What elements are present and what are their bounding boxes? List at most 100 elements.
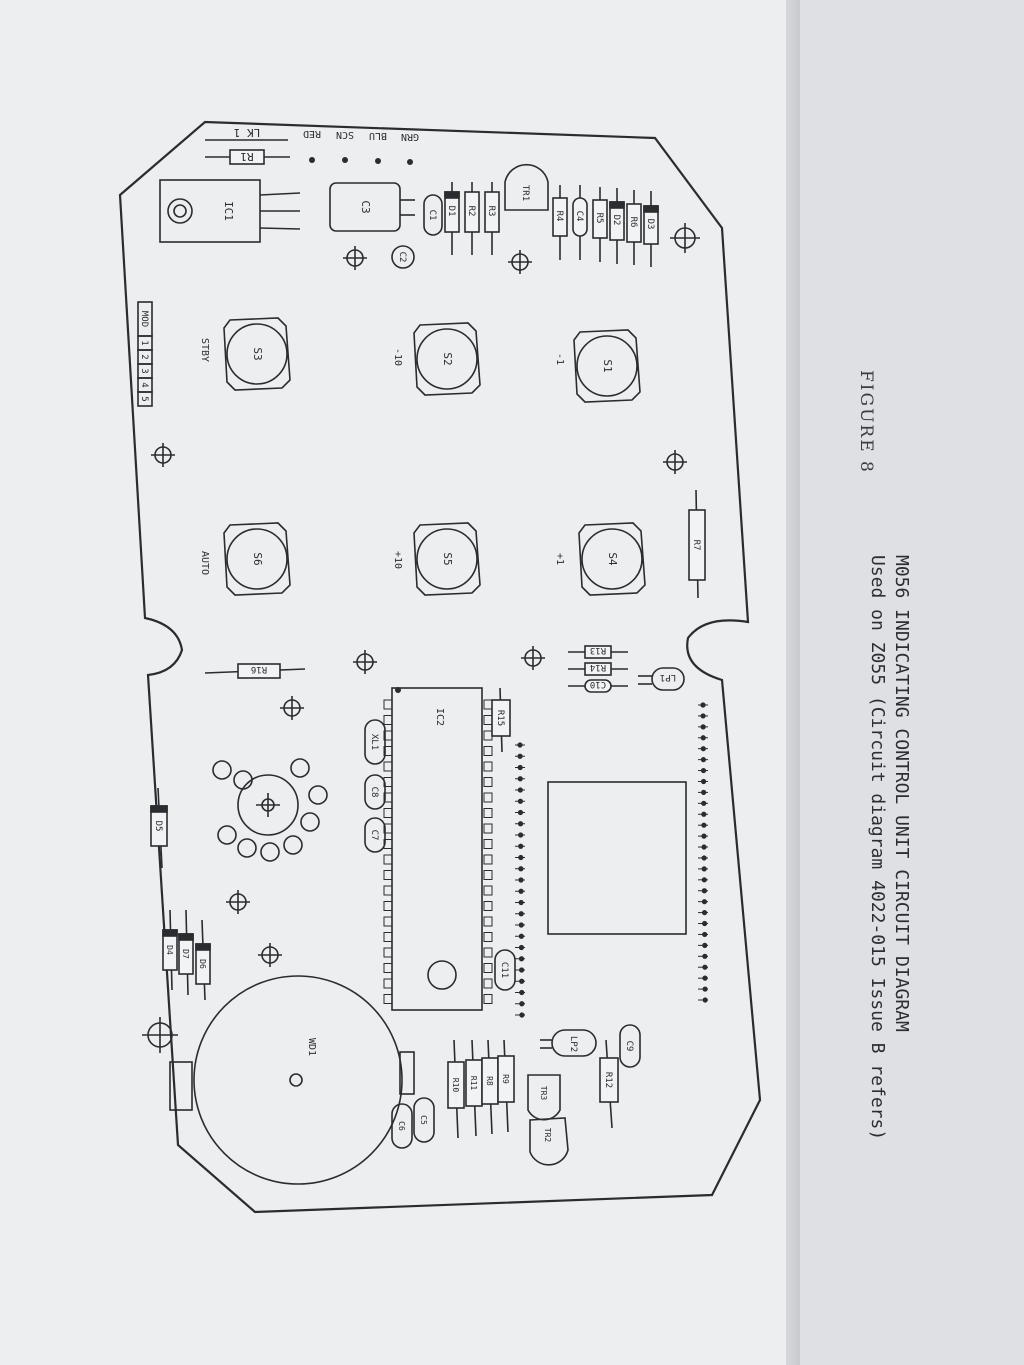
label-r6: R6 (628, 217, 638, 228)
r5-body (592, 199, 608, 239)
tr1-body (504, 163, 549, 211)
label-xl1: XL1 (369, 734, 379, 750)
c5-body (413, 1097, 435, 1143)
label-auto: AUTO (199, 551, 210, 575)
ic2-pin (383, 777, 393, 787)
lp2-body (551, 1029, 597, 1057)
ic2-pin (383, 870, 393, 880)
switch-s6 (223, 522, 291, 596)
c2-body (391, 245, 415, 269)
c6-body (391, 1103, 413, 1149)
ic2-pin (383, 808, 393, 818)
ic2-pin (383, 715, 393, 725)
ic2-pin (383, 730, 393, 741)
label-scn: SCN (336, 129, 354, 140)
ic2-pin (483, 777, 493, 787)
mounting-holes (142, 223, 700, 1053)
label-s3: S3 (251, 347, 264, 360)
wd1-body (193, 975, 403, 1185)
c8-body (364, 774, 386, 810)
ic2-pin (383, 947, 393, 958)
ic2-pin (483, 885, 493, 896)
label-c6: C6 (397, 1121, 406, 1131)
switch-s1 (573, 329, 641, 403)
r16-body (237, 663, 281, 679)
label-blu: BLU (369, 130, 387, 141)
label-r7: R7 (691, 540, 701, 551)
label-d3: D3 (645, 219, 655, 230)
xl1-body (364, 719, 386, 765)
ic2-pin (383, 932, 393, 942)
pin-header-rows (383, 699, 708, 1018)
c3-body (329, 182, 401, 232)
ic2-pin (383, 885, 393, 896)
label-c7: C7 (369, 830, 379, 841)
ic2-pin (383, 746, 393, 756)
r10-body (447, 1061, 465, 1109)
ic2-pin (483, 963, 493, 973)
label-lp1: LP1 (660, 672, 676, 682)
label-mod-2: 2 (139, 354, 149, 359)
ic1-mount-inner (173, 204, 187, 218)
label-plus10: +10 (392, 551, 403, 569)
label-r1: R1 (240, 150, 253, 163)
ic2-pin (483, 870, 493, 880)
label-c10: C10 (590, 679, 606, 689)
ic1-lead-3 (259, 227, 301, 230)
label-lp2: LP2 (568, 1036, 578, 1052)
label-mod-5: 5 (139, 396, 149, 401)
label-c1: C1 (427, 210, 437, 221)
c1-body (423, 194, 443, 236)
label-c8: C8 (369, 787, 379, 798)
label-wd1: WD1 (306, 1038, 317, 1056)
r2-body (464, 191, 480, 233)
lp1-body (651, 667, 685, 691)
label-r12: R12 (603, 1072, 613, 1088)
label-lk1: LK 1 (234, 126, 261, 139)
ic2-pin (383, 699, 393, 710)
ic2-pin (483, 901, 493, 911)
label-r10: R10 (451, 1078, 460, 1093)
ic2-pin (383, 823, 393, 834)
ic2-notch (427, 960, 457, 990)
ic2-pin (383, 792, 393, 803)
ic2-pin (483, 792, 493, 803)
ic2-pin (383, 916, 393, 927)
label-s2: S2 (441, 352, 454, 365)
label-c5: C5 (419, 1115, 428, 1125)
label-r2: R2 (466, 206, 476, 217)
label-r5: R5 (594, 213, 604, 224)
r7-body (688, 509, 706, 581)
r3-body (484, 191, 500, 233)
label-tr3: TR3 (539, 1086, 548, 1101)
ic2-pin (483, 947, 493, 958)
ic2-pin (483, 808, 493, 818)
label-d1: D1 (446, 206, 456, 217)
ic2-pin (383, 761, 393, 772)
label-s1: S1 (601, 359, 614, 372)
board-outline (118, 120, 762, 1214)
r13-body (584, 645, 612, 659)
label-r9: R9 (501, 1074, 510, 1084)
r6-body (626, 203, 642, 243)
label-minus1: -1 (554, 353, 565, 365)
label-c2: C2 (397, 252, 407, 263)
ic2-pin (483, 994, 493, 1004)
switch-s5 (413, 522, 481, 596)
label-r8: R8 (485, 1076, 494, 1086)
label-d5: D5 (153, 821, 163, 832)
label-r11: R11 (469, 1076, 478, 1091)
label-tr2: TR2 (543, 1128, 552, 1143)
ic1-lead-1 (259, 192, 301, 196)
label-r14: R14 (590, 662, 606, 672)
label-ic2: IC2 (434, 708, 445, 726)
ic2-pin (483, 730, 493, 741)
label-c11: C11 (499, 962, 509, 978)
label-mod-4: 4 (139, 382, 149, 387)
ic2-pin (383, 994, 393, 1004)
r12-body (599, 1057, 619, 1103)
ic2-pin (383, 978, 393, 989)
label-d2: D2 (611, 215, 621, 226)
ic2-pin (483, 932, 493, 942)
ic2-pin (383, 839, 393, 849)
